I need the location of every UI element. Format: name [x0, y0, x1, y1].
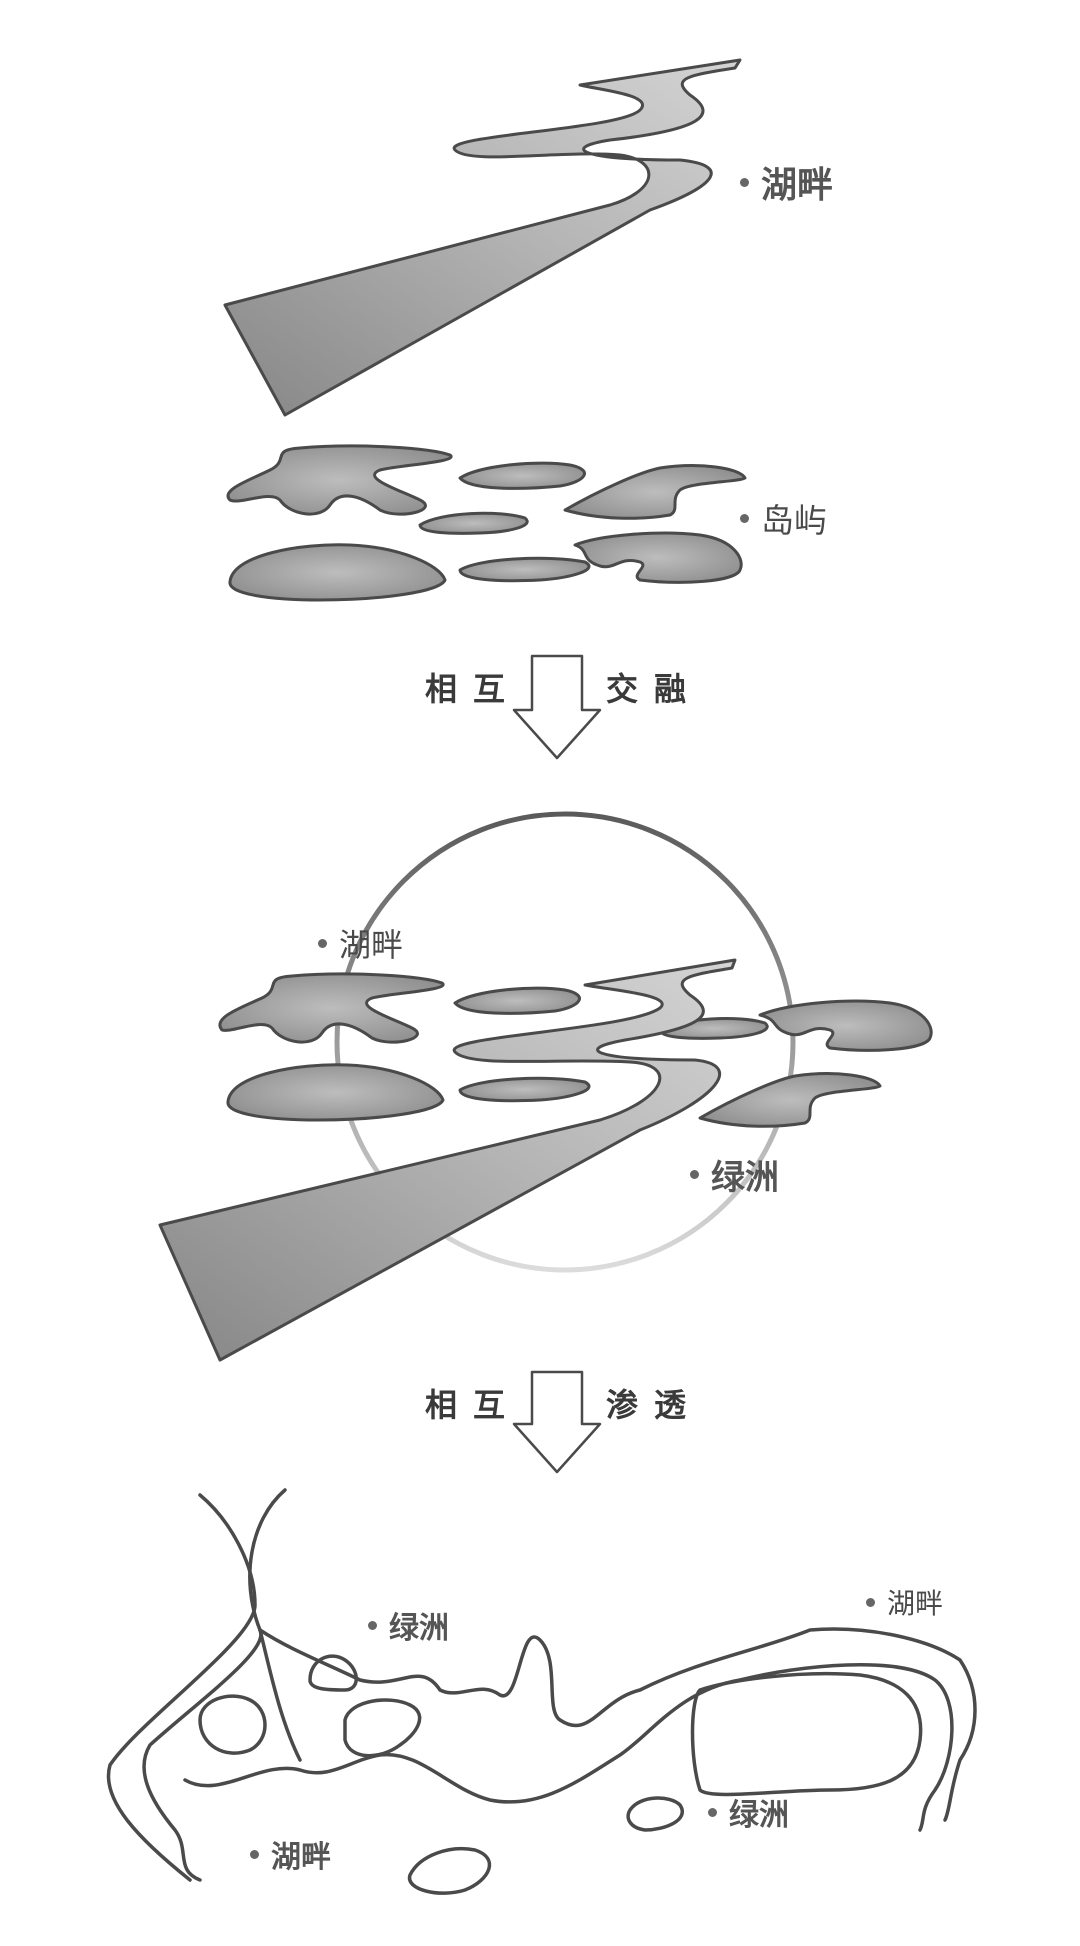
bullet-dot	[250, 1849, 259, 1859]
main-channel-bottom	[183, 1663, 954, 1832]
bullet-dot	[708, 1807, 717, 1817]
pond-small-bottom-right	[626, 1796, 684, 1832]
inner-loop-right	[690, 1671, 923, 1797]
step1-left-text: 相互	[425, 670, 522, 708]
bullet-dot	[866, 1597, 875, 1607]
bullet-dot	[318, 938, 327, 948]
pond-bottom-center	[407, 1847, 492, 1895]
merge-circle	[334, 811, 796, 1273]
step2-left-text: 相互	[425, 1386, 522, 1424]
merged-island-small-1	[453, 986, 581, 1015]
label-plan-lake-right: 湖畔	[866, 1582, 943, 1622]
merged-river	[158, 958, 737, 1362]
label-plan-oasis-bottom: 绿洲	[708, 1790, 789, 1834]
island-small-top	[458, 461, 586, 490]
river-shape	[223, 58, 742, 417]
plan-linework	[106, 1488, 977, 1895]
down-arrow-1	[512, 654, 602, 760]
merged-islands	[218, 972, 933, 1128]
channel-link-left	[258, 1628, 302, 1762]
pond-small-top	[308, 1654, 358, 1692]
label-plan-oasis-top: 绿洲	[368, 1603, 449, 1647]
step2-right-text: 渗透	[606, 1386, 703, 1424]
label-merged-oasis: 绿洲	[690, 1150, 779, 1199]
merged-island-oval	[226, 1063, 445, 1122]
merged-island-small-2	[458, 1076, 591, 1103]
step1-right-text: 交融	[606, 670, 703, 708]
island-small-mid	[418, 511, 529, 535]
label-merged-lake: 湖畔	[318, 920, 403, 966]
islands-group	[226, 444, 747, 602]
label-plan-lake-left: 湖畔	[250, 1832, 331, 1876]
channel-outer-left	[106, 1493, 257, 1882]
label-islands: 岛屿	[740, 494, 827, 542]
merged-island-right-top	[758, 999, 933, 1052]
label-river: 湖畔	[740, 156, 833, 208]
bullet-dot	[740, 177, 749, 187]
bullet-dot	[690, 1170, 699, 1179]
island-right-bottom	[573, 531, 743, 584]
down-arrow-2	[512, 1370, 602, 1474]
bullet-dot	[740, 513, 749, 523]
merged-island-arch	[218, 972, 445, 1044]
island-large-arch	[226, 444, 453, 516]
pond-left-mid	[198, 1694, 267, 1755]
pond-center	[343, 1698, 422, 1758]
merged-island-bird	[698, 1072, 882, 1128]
channel-inner-left	[142, 1488, 287, 1882]
island-small-bottom	[458, 556, 591, 583]
bullet-dot	[368, 1620, 377, 1630]
island-oval-large	[228, 543, 447, 602]
island-bird	[563, 464, 747, 520]
main-channel-top	[258, 1627, 977, 1822]
